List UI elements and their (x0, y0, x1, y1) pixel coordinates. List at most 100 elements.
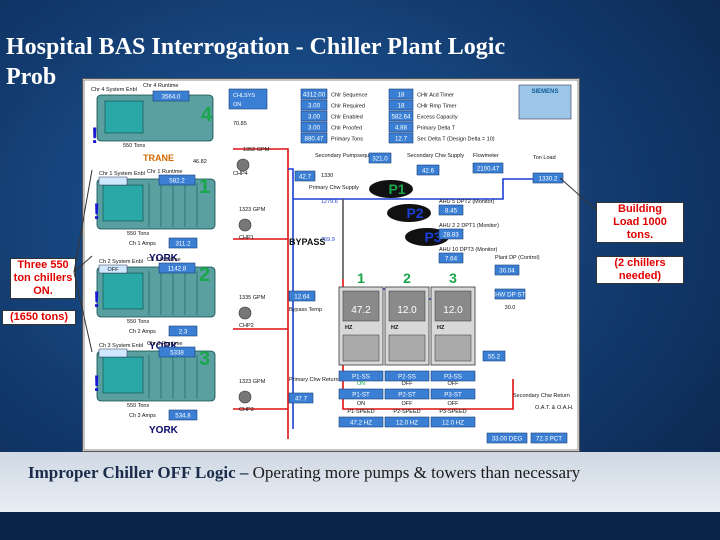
seq-right-value-1: 18 (398, 103, 405, 110)
chiller1-brand: YORK (149, 253, 179, 264)
vfd-display-0 (342, 290, 380, 322)
chiller1-runtime-box (158, 174, 196, 186)
chiller3-panel (102, 356, 144, 394)
vfd-lower-1 (388, 334, 426, 362)
chiller1-amps-label: Ch 1 Amps (129, 241, 156, 247)
sec-supply-value-box (416, 164, 440, 176)
chlsys-value: ON (233, 102, 241, 108)
supply-temp: 42.7 (299, 174, 312, 181)
caption-bold: Improper Chiller OFF Logic – (28, 463, 253, 482)
chiller2-brand: YORK (149, 341, 179, 352)
chiller3-runtime-box (158, 346, 196, 358)
tons-load-label: Ton Load (533, 155, 556, 161)
chiller2-pump: CHP2 (239, 323, 254, 329)
seq-value-3-box (300, 121, 328, 133)
pump-speed-1: 12.0 HZ (396, 420, 418, 427)
chlsys-label: CHLSYS (233, 93, 255, 99)
pump-speed-0-box (338, 416, 384, 428)
flowmeter-value-box (472, 162, 504, 174)
pump-st-1: OFF (402, 401, 414, 407)
secondary-return-label: Secondary Chw Return (513, 393, 570, 399)
seq-right-label-3: Primary Delta T (417, 126, 456, 132)
pipe-return-main (233, 148, 289, 439)
seq-value-1-box (300, 99, 328, 111)
pointer-line (73, 169, 93, 273)
tons-load-value: 1330.2 (539, 176, 558, 183)
seq-value-4-box (300, 132, 328, 144)
oat-value2-box (530, 432, 568, 444)
ahu-value-2-box (438, 252, 464, 264)
ahu-value-0-box (438, 204, 464, 216)
callout-line: Load 1000 (613, 216, 667, 228)
seq-label-1: Chlr Required (331, 104, 365, 110)
chiller4-gpm: 1352 GPM (243, 147, 270, 153)
seq-right-value-3-box (388, 121, 414, 133)
chiller1-pump: CHP1 (239, 235, 254, 241)
seq-right-value-4-box (388, 132, 414, 144)
pump-speed-2-box (430, 416, 476, 428)
chiller1-tons-label: 550 Tons (127, 231, 149, 237)
pipe-supply-main (288, 168, 294, 429)
chiller2-gpm: 1335 GPM (239, 295, 266, 301)
chiller4-warning-icon: ! (91, 123, 98, 148)
callout-line: ton chillers (13, 272, 73, 284)
chiller4-tons-label: 550 Tons (123, 143, 145, 149)
chiller1-runtime: 582.2 (169, 178, 185, 185)
plant-dp-value: 30.04 (499, 268, 515, 275)
pipe-secondary-supply (293, 178, 553, 200)
chiller4-amps: 70.85 (233, 121, 247, 127)
ahu-value-2: 7.64 (445, 256, 458, 263)
callout-line: ON. (33, 285, 53, 297)
chiller2-warning-icon: ! (93, 287, 100, 312)
pump-ss-label-1-box (384, 370, 430, 382)
vfd-number-1: 2 (403, 270, 411, 286)
supply-temp-box (294, 170, 316, 182)
seq-value-3: 3.00 (308, 125, 321, 132)
pump-tag-P1: P1 (388, 181, 405, 197)
pumpseq-value: 321.0 (372, 156, 388, 163)
chiller3-amps-label: Ch 3 Amps (129, 413, 156, 419)
chiller3-warning-icon: ! (93, 371, 100, 396)
chiller4-runtime-label: Chr 4 Runtime (143, 83, 178, 89)
chiller4-temp: 46.82 (193, 159, 207, 165)
oat-value1: 33.00 DEG (492, 436, 523, 443)
callout-line: tons. (626, 229, 654, 241)
pointer-line (559, 177, 597, 211)
chiller1-panel (102, 184, 144, 222)
seq-right-label-2: Excess Capacity (417, 115, 458, 121)
oat-value1-box (486, 432, 528, 444)
primary-return: 47.7 (295, 396, 308, 403)
chiller4-system-label: Chr 4 System Enbl (91, 87, 137, 93)
chiller3-number: 3 (199, 348, 210, 370)
vfd-display-1 (388, 290, 426, 322)
seq-value-4: 880.47 (305, 136, 324, 143)
chiller2-runtime-label: Ch 2 Runtime (147, 257, 181, 263)
chiller4-runtime: 3564.0 (162, 94, 181, 101)
vfd-lower-0 (342, 334, 380, 362)
ahu-value-1: 28.83 (443, 232, 459, 239)
seq-right-label-0: CHlr Acd Timer (417, 93, 454, 99)
pump-speed-2: 12.0 HZ (442, 420, 464, 427)
pump-tag-P2-shape (387, 204, 431, 222)
primary-return-label: Primary Chw Return (289, 377, 339, 383)
ahu-label-1: AHU 2 2 DPT1 (Monitor) (439, 223, 499, 229)
pump-ss-label-2: P3-SS (444, 374, 462, 381)
chiller1-number: 1 (199, 176, 210, 198)
chiller2-amps-label: Ch 2 Amps (129, 329, 156, 335)
callout-two-chillers-needed: (2 chillers needed) (596, 256, 684, 284)
seq-right-value-4: 12.7 (395, 136, 408, 143)
bypass-temp-label: Bypass Temp (289, 307, 322, 313)
sec-supply-value: 42.6 (422, 168, 435, 175)
seq-right-value-1-box (388, 99, 414, 111)
plant-dp-value-box (494, 264, 520, 276)
vfd-speed-1: 12.0 (397, 305, 417, 316)
seq-label-4: Primary Tons (331, 137, 363, 143)
pump-speed-1-box (384, 416, 430, 428)
chiller4-number: 4 (201, 104, 213, 126)
seq-label-0: Chlr Sequence (331, 93, 367, 99)
pumpseq-label: Secondary Pumpsequence (315, 153, 381, 159)
chiller3-runtime-label: Chr 3 Runtime (147, 341, 182, 347)
pump-speed-label-2: P3-SPEED (439, 409, 466, 415)
seq-right-label-1: CHlr Rmp Timer (417, 104, 457, 110)
seq-value-1: 3.00 (308, 103, 321, 110)
